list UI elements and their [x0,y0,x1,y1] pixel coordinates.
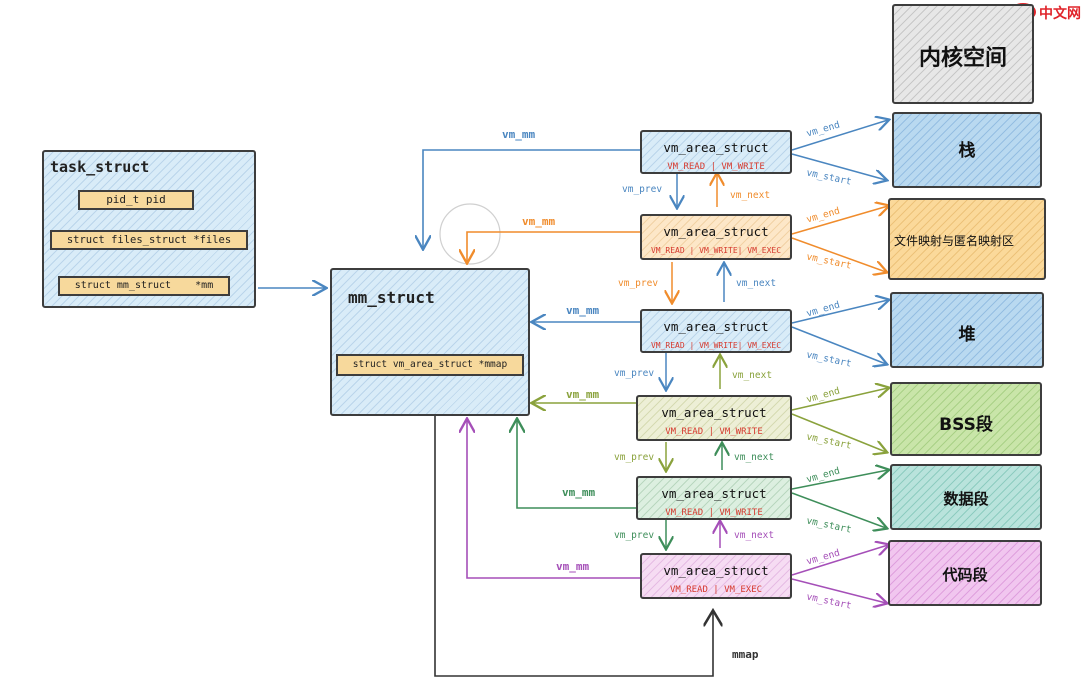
segment-label: 内核空间 [918,46,1007,71]
vm-end-arrow-2 [791,206,888,235]
segment-heap: 堆 [890,292,1044,368]
vma-box-heap: vm_area_struct VM_READ | VM_WRITE| VM_EX… [640,309,792,353]
segment-data: 数据段 [890,464,1042,530]
vm-mm-arrow-6 [467,420,640,579]
vma-flags: VM_READ | VM_WRITE [665,508,763,518]
vm-start-arrow-5 [791,492,886,528]
segment-kernel-space: 内核空间 [892,4,1034,104]
highlight-circle [439,203,501,265]
vm-prev-label-4: vm_prev [614,452,655,463]
vm-next-label-2: vm_next [736,278,777,289]
vm-mm-arrow-5 [517,420,636,509]
vm-mm-label-3: vm_mm [566,304,600,317]
vma-title: vm_area_struct [663,319,769,334]
vm-end-arrow-3 [791,300,888,324]
vma-title: vm_area_struct [663,140,769,155]
watermark-text: 中文网 [1039,6,1081,22]
vm-mm-label-1: vm_mm [502,128,536,141]
vma-box-stack: vm_area_struct VM_READ | VM_WRITE [640,130,792,174]
task-struct-field-pid: pid_t pid [78,190,194,210]
segment-label: 堆 [958,325,976,345]
vma-flags: VM_READ | VM_WRITE [665,427,763,437]
task-struct-field-files: struct files_struct *files [50,230,248,250]
vma-title: vm_area_struct [663,224,769,239]
segment-label: 栈 [958,141,976,161]
segment-stack: 栈 [892,112,1042,188]
vm-end-arrow-1 [791,120,888,151]
vm-mm-arrow-1 [423,149,640,248]
vma-title: vm_area_struct [661,405,767,420]
vm-start-arrow-3 [791,326,886,364]
mm-struct-title: mm_struct [348,288,435,307]
vm-mm-label-6: vm_mm [556,560,590,573]
vma-flags: VM_READ | VM_WRITE| VM_EXEC [650,246,782,255]
vm-next-label-5: vm_next [734,530,775,541]
vm-start-arrow-1 [791,153,886,180]
vm-next-label-1: vm_next [730,190,771,201]
vm-mm-label-4: vm_mm [566,388,600,401]
vm-mm-label-5: vm_mm [562,486,596,499]
vma-box-text: vm_area_struct VM_READ | VM_EXEC [640,553,792,599]
vma-box-data: vm_area_struct VM_READ | VM_WRITE [636,476,792,520]
mmap-arrow [434,378,713,677]
vm-prev-label-3: vm_prev [614,368,655,379]
vm-end-arrow-6 [791,545,888,576]
segment-label: 文件映射与匿名映射区 [894,234,1015,248]
segment-label: BSS段 [939,415,993,435]
segment-bss: BSS段 [890,382,1042,456]
vm-mm-label-2: vm_mm [522,215,556,228]
vma-flags: VM_READ | VM_EXEC [669,585,763,595]
vma-flags: VM_READ | VM_WRITE| VM_EXEC [650,341,782,350]
vma-title: vm_area_struct [661,486,767,501]
mm-struct-box: mm_struct struct vm_area_struct *mmap [330,268,530,416]
vm-start-arrow-4 [791,413,886,452]
vma-flags: VM_READ | VM_WRITE [667,162,765,172]
vm-next-label-3: vm_next [732,370,773,381]
task-struct-box: task_struct pid_t pid struct files_struc… [42,150,256,308]
vm-end-arrow-5 [791,470,888,490]
segment-text: 代码段 [888,540,1042,606]
segment-label: 代码段 [942,566,988,584]
vm-mm-arrow-2 [467,231,640,262]
vm-prev-label-5: vm_prev [614,530,655,541]
segment-mmap-area: 文件映射与匿名映射区 [888,198,1046,280]
vm-prev-label-1: vm_prev [622,184,663,195]
vma-box-bss: vm_area_struct VM_READ | VM_WRITE [636,395,792,441]
task-struct-title: task_struct [50,158,150,176]
vm-prev-label-2: vm_prev [618,278,659,289]
vm-start-arrow-6 [791,578,886,603]
vm-start-arrow-2 [791,237,886,272]
vma-box-mmap: vm_area_struct VM_READ | VM_WRITE| VM_EX… [640,214,792,260]
mmap-label: mmap [732,648,759,661]
vm-next-label-4: vm_next [734,452,775,463]
vm-end-arrow-4 [791,388,888,411]
task-struct-field-mm: struct mm_struct *mm [58,276,230,296]
segment-label: 数据段 [943,490,989,508]
mm-struct-field-mmap: struct vm_area_struct *mmap [336,354,524,376]
vma-title: vm_area_struct [663,563,769,578]
